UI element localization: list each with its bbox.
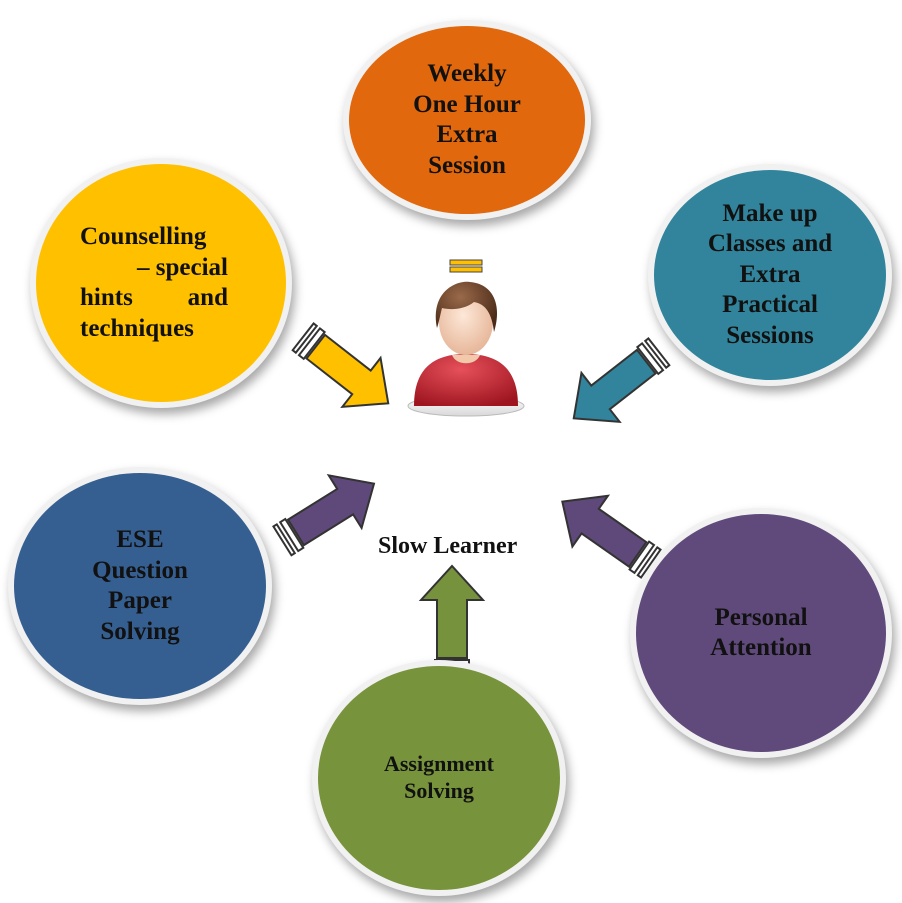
node-personal-attention: Personal Attention bbox=[630, 508, 892, 758]
node-counselling-fill: Counselling – special hints and techniqu… bbox=[36, 164, 286, 402]
counselling-line-3: hints and bbox=[80, 284, 228, 311]
node-ese-label: ESE Question Paper Solving bbox=[92, 526, 188, 645]
counselling-line-4: techniques bbox=[80, 314, 194, 342]
node-makeup-label: Make up Classes and Extra Practical Sess… bbox=[707, 199, 833, 349]
node-assignment-label: Assignment Solving bbox=[383, 751, 494, 803]
counselling-line-2: – special bbox=[137, 253, 228, 281]
counselling-line-1: Counselling bbox=[80, 223, 207, 250]
node-ese-fill: ESE Question Paper Solving bbox=[14, 473, 266, 699]
person-avatar-icon bbox=[407, 259, 525, 417]
node-counselling: Counselling – special hints and techniqu… bbox=[30, 158, 292, 408]
node-weekly-label: Weekly One Hour Extra Session bbox=[413, 60, 521, 179]
node-assignment-fill: Assignment Solving bbox=[318, 666, 560, 890]
node-personal-label: Personal Attention bbox=[710, 603, 812, 662]
node-makeup-fill: Make up Classes and Extra Practical Sess… bbox=[654, 170, 886, 380]
arrow-assignment-to-learner bbox=[420, 565, 484, 675]
node-weekly-fill: Weekly One Hour Extra Session bbox=[349, 26, 585, 214]
arrow-ese-to-learner bbox=[272, 456, 392, 560]
arrow-counselling-to-learner bbox=[291, 321, 409, 429]
center-label-slow-learner: Slow Learner bbox=[378, 533, 518, 559]
node-counselling-label: Counselling – special hints and techniqu… bbox=[80, 222, 228, 344]
node-ese-solving: ESE Question Paper Solving bbox=[8, 467, 272, 705]
node-personal-fill: Personal Attention bbox=[636, 514, 886, 752]
node-assignment-solving: Assignment Solving bbox=[312, 660, 566, 896]
arrow-makeup-to-learner bbox=[553, 336, 671, 444]
node-weekly-session: Weekly One Hour Extra Session bbox=[343, 20, 591, 220]
node-makeup-classes: Make up Classes and Extra Practical Sess… bbox=[648, 164, 892, 386]
